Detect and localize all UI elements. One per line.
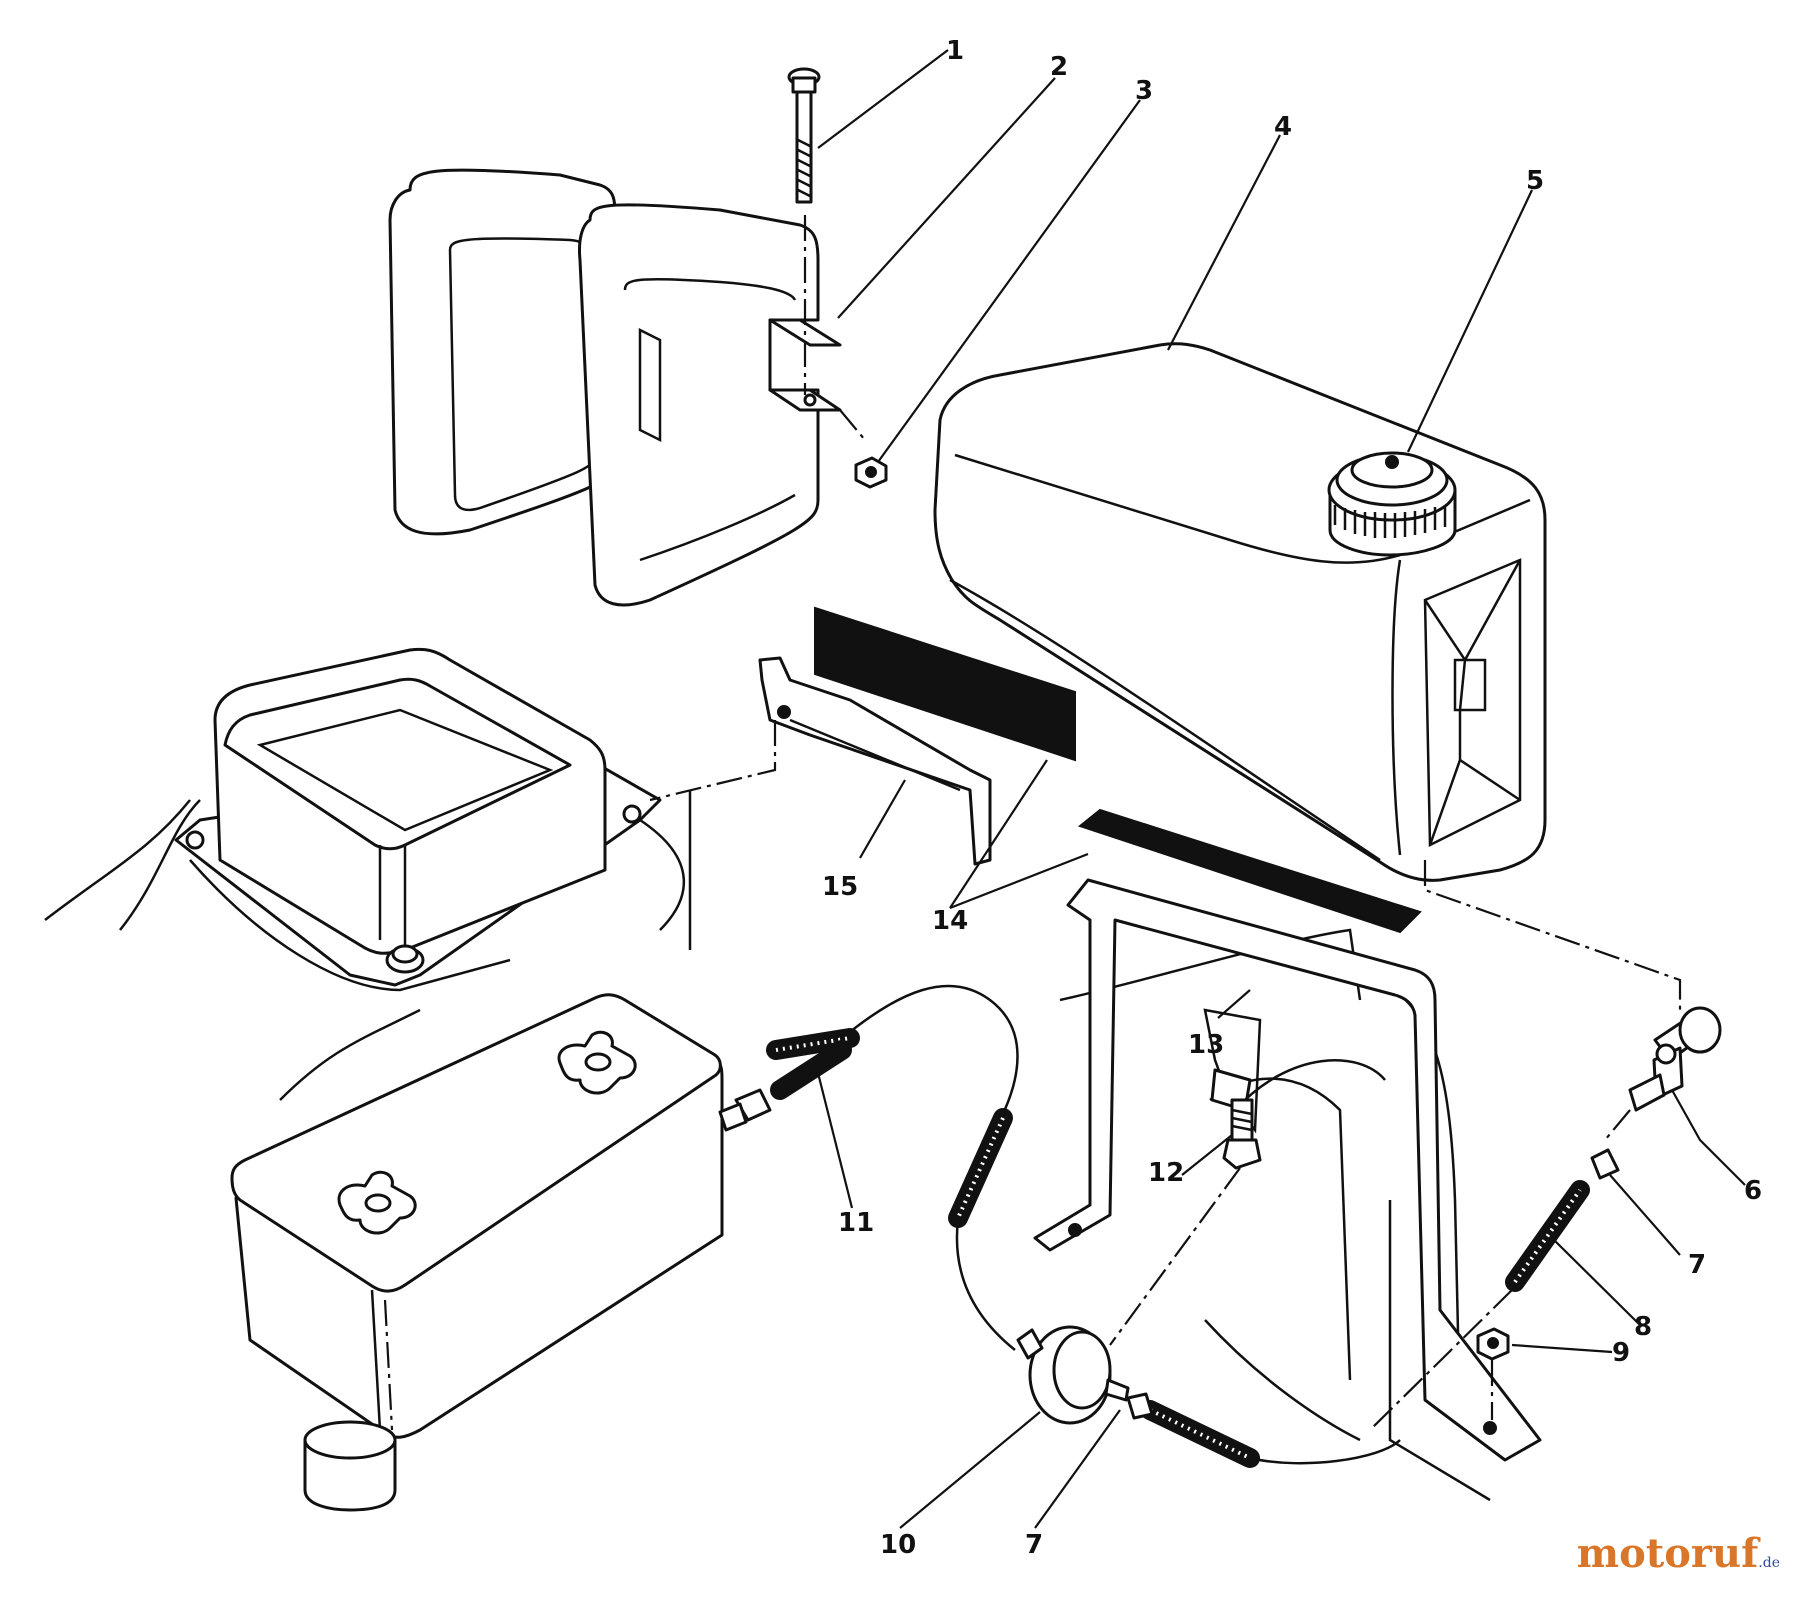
- callout-4: 4: [1274, 112, 1293, 142]
- callout-13: 13: [1188, 1030, 1225, 1060]
- foam-strip-lower: [1077, 808, 1422, 934]
- air-cleaner-housing-front: [578, 203, 866, 607]
- fuel-hose-lower: [1126, 1392, 1401, 1468]
- air-cleaner-housing-rear: [388, 168, 617, 536]
- nut: [854, 456, 888, 489]
- callout-15: 15: [822, 872, 859, 902]
- callout-12: 12: [1148, 1158, 1185, 1188]
- callout-1: 1: [946, 36, 965, 66]
- foam-strip-upper: [814, 606, 1076, 762]
- watermark-brand: motoruf: [1576, 1530, 1759, 1577]
- tank-mounting-strap: [1033, 878, 1542, 1462]
- callout-10: 10: [880, 1530, 917, 1560]
- fuel-filter: [1016, 1325, 1130, 1425]
- callout-8: 8: [1634, 1312, 1653, 1342]
- fuel-cap: [1327, 451, 1457, 557]
- fuel-hose-right: [1369, 1180, 1590, 1431]
- fuel-hose-short: [948, 1108, 1016, 1351]
- hose-clamp-upper: [1590, 1148, 1620, 1180]
- callout-7-lower: 7: [1025, 1530, 1044, 1560]
- callout-5: 5: [1526, 166, 1545, 196]
- leader-lines: [814, 49, 1746, 1529]
- support-bracket: [758, 656, 992, 866]
- strap-nut: [1476, 1327, 1510, 1420]
- bolt: [787, 67, 821, 204]
- callout-7-upper: 7: [1688, 1250, 1707, 1280]
- callout-3: 3: [1135, 76, 1154, 106]
- callout-11: 11: [838, 1208, 875, 1238]
- watermark-tld: .de: [1758, 1555, 1780, 1571]
- motoruf-watermark: motoruf.de: [1577, 1530, 1780, 1577]
- air-cleaner-base: [174, 647, 777, 987]
- callout-14: 14: [932, 906, 969, 936]
- carburetor-bowl: [230, 993, 724, 1512]
- callout-6: 6: [1744, 1176, 1763, 1206]
- fuel-shutoff-valve: [1423, 860, 1722, 1141]
- fuel-line-upper: [718, 984, 1019, 1132]
- fuel-tank: [933, 342, 1547, 882]
- callout-9: 9: [1612, 1338, 1631, 1368]
- callout-2: 2: [1050, 52, 1069, 82]
- carriage-bolt: [1109, 1098, 1262, 1346]
